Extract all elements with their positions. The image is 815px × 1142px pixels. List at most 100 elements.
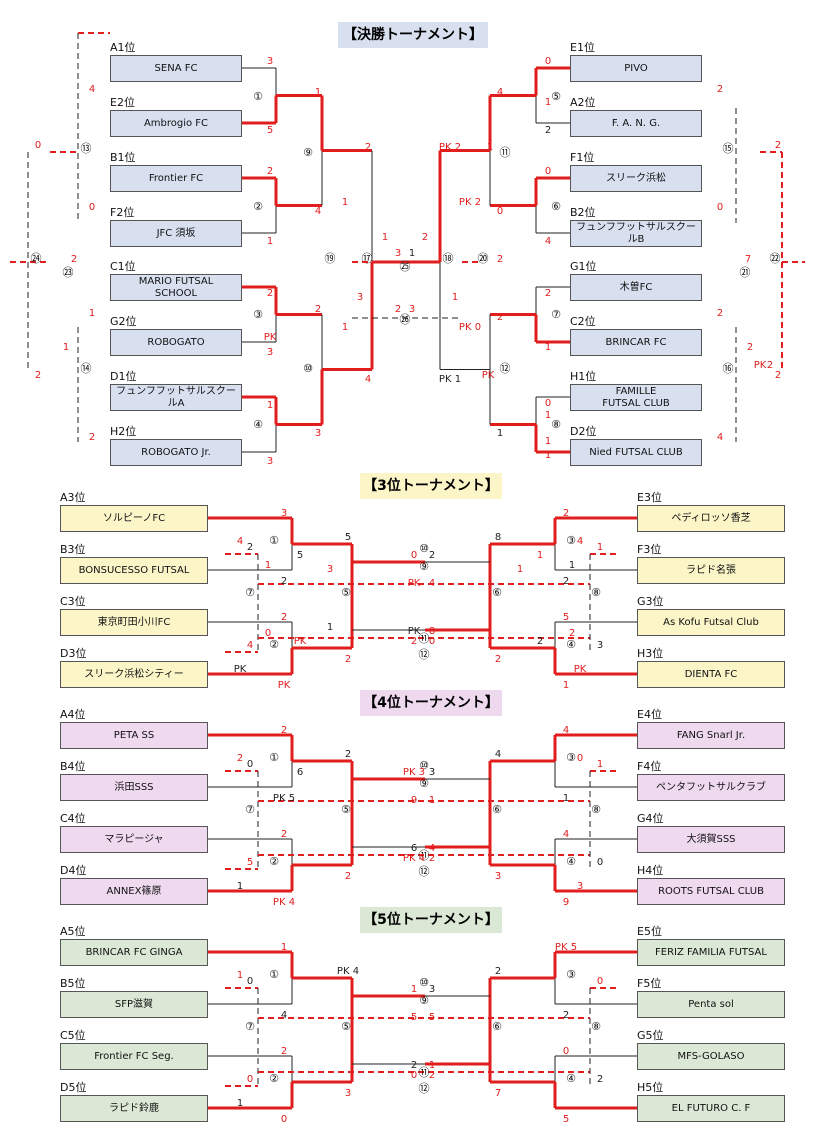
score-label: PK 4 — [337, 966, 359, 977]
score-label: PK — [574, 664, 587, 675]
score-label: 2 — [717, 84, 723, 95]
match-number: ⑥ — [492, 1020, 502, 1033]
match-number: ② — [269, 638, 279, 651]
score-label: 4 — [429, 843, 435, 854]
seed-label: D3位 — [60, 647, 87, 660]
match-number: ⑳ — [478, 252, 489, 265]
match-number: ⑩ — [303, 362, 313, 375]
score-label: 1 — [487, 142, 493, 153]
score-label: 0 — [281, 1114, 287, 1125]
score-label: PK — [408, 626, 421, 637]
score-label: 2 — [537, 636, 543, 647]
match-number: ㉖ — [400, 313, 411, 326]
score-label: 3 — [267, 456, 273, 467]
score-label: 2 — [563, 576, 569, 587]
team-name-box: 浜田SSS — [60, 774, 208, 801]
match-number: ⑥ — [492, 803, 502, 816]
team-name-box: MFS-GOLASO — [637, 1043, 785, 1070]
seed-label: G4位 — [637, 812, 664, 825]
seed-label: C3位 — [60, 595, 86, 608]
score-label: 1 — [537, 550, 543, 561]
score-label: PK — [264, 332, 277, 343]
score-label: 3 — [597, 640, 603, 651]
score-label: PK — [294, 636, 307, 647]
match-number: ㉕ — [400, 260, 411, 273]
score-label: 2 — [495, 654, 501, 665]
team-name-box: 東京町田小川FC — [60, 609, 208, 636]
team-name-box: BONSUCESSO FUTSAL — [60, 557, 208, 584]
team-name-box: スリーク浜松シティー — [60, 661, 208, 688]
seed-label: F5位 — [637, 977, 662, 990]
score-label: PK 5 — [555, 942, 577, 953]
seed-label: B2位 — [570, 206, 596, 219]
match-number: ⑨ — [303, 146, 313, 159]
match-number: ㉓ — [63, 266, 74, 279]
score-label: 3 — [395, 248, 401, 259]
seed-label: G5位 — [637, 1029, 664, 1042]
team-name-box: FAMILLE FUTSAL CLUB — [570, 384, 702, 411]
score-label: 1 — [237, 881, 243, 892]
score-label: 4 — [365, 374, 371, 385]
score-label: 3 — [281, 508, 287, 519]
match-number: ① — [269, 968, 279, 981]
team-name-box: EL FUTURO C. F — [637, 1095, 785, 1122]
score-label: 2 — [281, 829, 287, 840]
score-label: 4 — [577, 536, 583, 547]
team-name-box: PIVO — [570, 55, 702, 82]
score-label: 1 — [517, 564, 523, 575]
score-label: 2 — [429, 550, 435, 561]
score-label: 3 — [327, 564, 333, 575]
team-name-box: 木曽FC — [570, 274, 702, 301]
team-name-box: FANG Snarl Jr. — [637, 722, 785, 749]
match-number: ⑦ — [245, 1020, 255, 1033]
score-label: PK 5 — [273, 793, 295, 804]
team-name-box: ROOTS FUTSAL CLUB — [637, 878, 785, 905]
score-label: 5 — [267, 125, 273, 136]
match-number: ⑭ — [81, 362, 92, 375]
team-name-box: MARIO FUTSAL SCHOOL — [110, 274, 242, 301]
team-name-box: ANNEX篠原 — [60, 878, 208, 905]
match-number: ⑫ — [419, 1082, 430, 1095]
team-name-box: フュンフフットサルスクールB — [570, 220, 702, 247]
score-label: 0 — [429, 636, 435, 647]
score-label: 6 — [297, 767, 303, 778]
score-label: 4 — [247, 640, 253, 651]
score-label: 5 — [345, 532, 351, 543]
score-label: 0 — [247, 976, 253, 987]
score-label: 4 — [281, 1010, 287, 1021]
team-name-box: BRINCAR FC — [570, 329, 702, 356]
score-label: 4 — [563, 725, 569, 736]
seed-label: G2位 — [110, 315, 137, 328]
match-number: ③ — [566, 751, 576, 764]
score-label: 2 — [775, 370, 781, 381]
match-number: ⑫ — [419, 865, 430, 878]
seed-label: F2位 — [110, 206, 135, 219]
score-label: 0 — [577, 753, 583, 764]
match-number: ⑬ — [81, 142, 92, 155]
score-label: 2 — [411, 636, 417, 647]
team-name-box: DIENTA FC — [637, 661, 785, 688]
match-number: ⑧ — [591, 1020, 601, 1033]
score-label: 3 — [267, 347, 273, 358]
score-label: PK — [408, 578, 421, 589]
score-label: 2 — [247, 542, 253, 553]
score-label: 4 — [563, 829, 569, 840]
match-number: ⑩ — [419, 759, 429, 772]
match-number: ⑫ — [419, 648, 430, 661]
match-number: ⑧ — [591, 803, 601, 816]
team-name-box: FERIZ FAMILIA FUTSAL — [637, 939, 785, 966]
score-label: 2 — [429, 1070, 435, 1081]
match-number: ② — [269, 855, 279, 868]
match-number: ① — [269, 534, 279, 547]
score-label: 3 — [409, 304, 415, 315]
score-label: 5 — [247, 857, 253, 868]
score-label: 2 — [597, 1074, 603, 1085]
score-label: 0 — [597, 976, 603, 987]
match-number: ① — [269, 751, 279, 764]
score-label: 1 — [545, 410, 551, 421]
seed-label: B3位 — [60, 543, 86, 556]
seed-label: H3位 — [637, 647, 664, 660]
match-number: ⑤ — [341, 803, 351, 816]
score-label: 2 — [345, 871, 351, 882]
